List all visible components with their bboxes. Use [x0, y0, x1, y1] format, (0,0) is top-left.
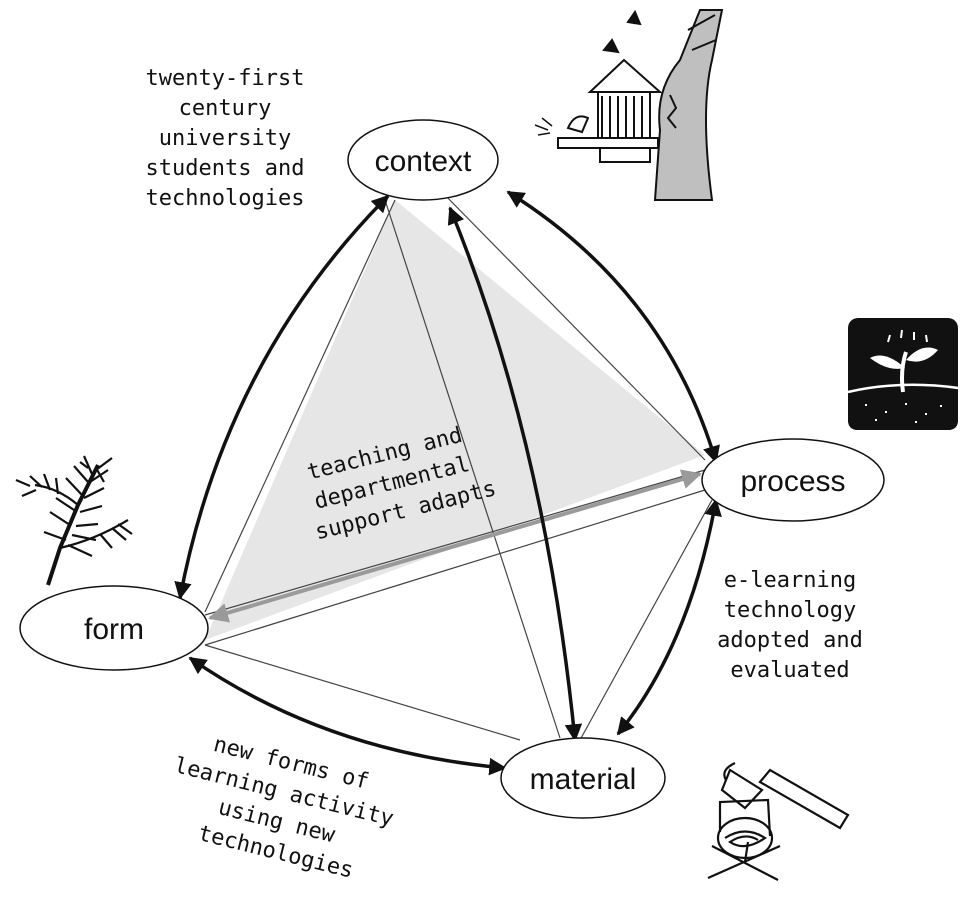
- context-note-line-1: twenty-first: [145, 66, 305, 91]
- axe-and-log-icon: [707, 762, 850, 881]
- material-annotation: new forms of learning activity using new…: [157, 724, 416, 893]
- node-process: process: [701, 438, 885, 522]
- svg-text:new forms of learning ac: new forms of learning activity using new…: [157, 724, 416, 893]
- process-note-line-2: technology: [723, 598, 857, 623]
- node-context: context: [347, 119, 499, 201]
- shaded-region: [205, 200, 705, 640]
- leafy-branch-icon: [15, 455, 133, 586]
- process-note-line-3: adopted and: [717, 628, 863, 653]
- context-note-line-4: students and: [145, 156, 305, 181]
- context-note-line-3: university: [158, 126, 292, 151]
- sprouting-seedling-icon: [847, 318, 959, 430]
- line-form-material: [204, 644, 521, 741]
- process-note-line-4: evaluated: [730, 658, 850, 683]
- line-process-material: [579, 499, 713, 741]
- context-note-line-5: technologies: [145, 186, 305, 211]
- arrow-process-material: [616, 498, 722, 736]
- birdhouse-tree-icon: [534, 9, 724, 201]
- context-annotation: twenty-first century university students…: [120, 64, 330, 214]
- node-material-label: material: [530, 763, 637, 796]
- arrow-form-material: [188, 656, 507, 776]
- context-note-line-2: century: [178, 96, 272, 121]
- node-form-label: form: [84, 613, 144, 646]
- node-material: material: [500, 737, 666, 819]
- node-process-label: process: [740, 465, 845, 498]
- process-annotation: e-learning technology adopted and evalua…: [700, 566, 880, 686]
- bold-arrows: [174, 190, 722, 776]
- node-form: form: [19, 585, 209, 671]
- node-context-label: context: [375, 145, 472, 178]
- arrow-context-material: [447, 206, 583, 742]
- arrow-context-form: [174, 194, 390, 600]
- process-note-line-1: e-learning: [723, 568, 857, 593]
